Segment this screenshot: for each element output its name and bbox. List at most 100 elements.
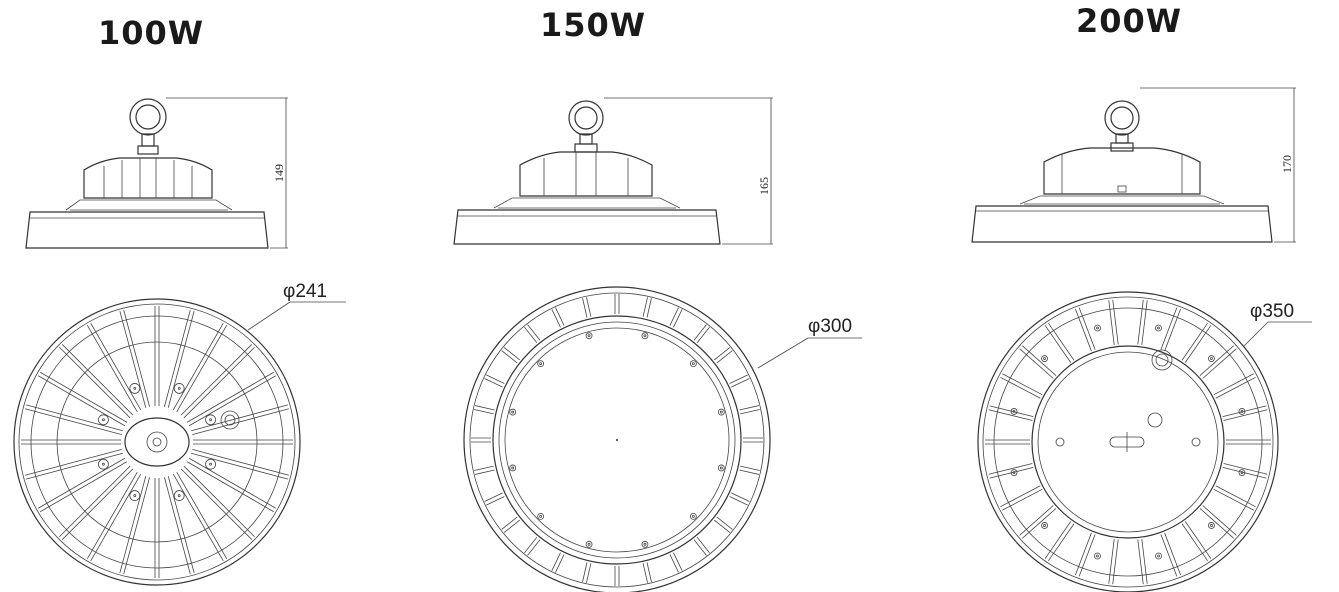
screw <box>585 540 593 548</box>
screw <box>1096 326 1099 330</box>
fin <box>1112 299 1119 345</box>
fin <box>1000 485 1041 508</box>
screw <box>205 414 216 426</box>
fin <box>167 476 195 573</box>
fin <box>25 448 122 476</box>
diameter-label-150w: φ300 <box>808 316 852 337</box>
fin <box>693 539 707 556</box>
fin <box>172 323 224 411</box>
fin <box>486 374 505 384</box>
fin <box>1002 488 1043 511</box>
fin <box>731 378 750 388</box>
screw <box>1094 552 1101 560</box>
fin <box>183 346 255 419</box>
fin <box>1222 405 1267 417</box>
fin <box>1002 373 1043 396</box>
fin <box>669 554 679 573</box>
fin <box>1160 534 1178 577</box>
screw <box>643 334 647 338</box>
fin <box>739 469 759 475</box>
fin <box>673 552 683 571</box>
screw <box>177 387 181 390</box>
fin <box>1019 505 1054 536</box>
fin <box>524 326 538 343</box>
fin <box>186 461 274 513</box>
mounting-screws-200w <box>1010 324 1246 560</box>
fin <box>119 311 147 408</box>
bottom-view-200w: φ350 <box>977 291 1312 592</box>
fin <box>180 344 253 416</box>
fin <box>188 457 276 509</box>
side-view-100w: 149 <box>25 97 288 249</box>
screw <box>173 490 185 501</box>
fin <box>693 324 707 341</box>
radial-fins-200w <box>985 299 1271 585</box>
fin <box>501 350 518 364</box>
fin <box>1202 505 1237 536</box>
screw <box>1155 552 1162 560</box>
screw <box>205 458 216 470</box>
title-200w: 200W <box>1076 2 1183 40</box>
screw <box>1210 524 1213 527</box>
diameter-label-200w: φ350 <box>1250 301 1294 322</box>
fin <box>716 516 733 530</box>
fin <box>1164 308 1181 352</box>
screw <box>691 514 695 518</box>
fin <box>163 477 191 574</box>
fin <box>586 297 592 317</box>
fin <box>729 496 748 506</box>
fin <box>503 519 520 533</box>
fin <box>1164 532 1181 576</box>
fin <box>555 307 565 326</box>
fin <box>59 346 131 419</box>
fin <box>186 371 274 423</box>
screw <box>719 410 723 414</box>
fin <box>1223 409 1268 421</box>
fin <box>86 325 138 413</box>
screw <box>177 494 181 497</box>
fin <box>119 476 147 573</box>
fin <box>988 463 1033 475</box>
mounting-screws-150w <box>509 332 725 548</box>
screw <box>641 332 649 340</box>
fin <box>1215 376 1256 399</box>
fin <box>90 473 142 561</box>
fin <box>176 325 228 413</box>
screw <box>689 512 697 520</box>
fin <box>61 344 134 416</box>
fin <box>183 465 255 538</box>
fin <box>172 473 224 561</box>
fin <box>646 298 652 318</box>
screw <box>1238 408 1246 415</box>
screw <box>129 490 141 501</box>
fin <box>696 537 710 554</box>
height-label-150w: 165 <box>757 177 771 195</box>
screw <box>1096 554 1099 558</box>
screw <box>129 383 141 394</box>
fin <box>474 465 494 471</box>
fin <box>90 323 142 411</box>
fin <box>1213 373 1254 396</box>
fin <box>989 467 1034 479</box>
fin <box>26 452 123 480</box>
screw <box>1208 522 1215 529</box>
screw <box>1094 324 1101 332</box>
fin <box>61 468 134 540</box>
fin <box>582 298 588 318</box>
screw <box>587 542 591 546</box>
fin <box>740 465 760 471</box>
screw <box>1043 357 1046 360</box>
fin <box>180 468 253 540</box>
fin <box>1108 300 1115 346</box>
fin <box>1048 322 1075 361</box>
screw <box>133 494 137 497</box>
fin <box>1181 523 1208 562</box>
fin <box>714 519 731 533</box>
fin <box>40 461 128 513</box>
screw <box>1043 524 1046 527</box>
screw <box>717 408 725 416</box>
bottom-view-100w: φ241 <box>13 281 346 586</box>
radial-fins-150w <box>471 294 763 586</box>
fin <box>123 477 151 574</box>
